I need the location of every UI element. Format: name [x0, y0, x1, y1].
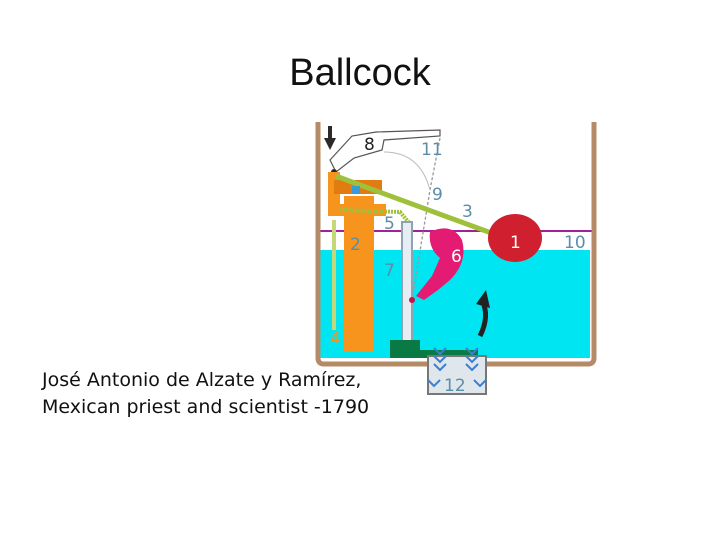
label-5: 5: [384, 214, 395, 234]
overflow-pipe: [401, 221, 413, 351]
flapper-pivot: [409, 297, 415, 303]
float-ball: [488, 214, 542, 262]
label-12: 12: [444, 376, 466, 396]
label-9: 9: [432, 185, 443, 205]
label-11: 11: [421, 140, 443, 160]
handle-arc: [383, 151, 431, 191]
label-6: 6: [451, 247, 462, 267]
valve-plunger: [352, 186, 360, 194]
caption-line-1: José Antonio de Alzate y Ramírez,: [42, 369, 362, 391]
flush-valve-base: [390, 340, 478, 358]
label-10: 10: [564, 233, 586, 253]
float-arm: [335, 173, 495, 237]
label-8: 8: [364, 135, 375, 155]
label-3: 3: [462, 202, 473, 222]
drain-flow-icon: [427, 347, 487, 388]
label-1: 1: [510, 233, 521, 253]
handle-arm: [329, 129, 441, 173]
caption: José Antonio de Alzate y Ramírez, Mexica…: [42, 367, 369, 421]
label-7: 7: [384, 261, 395, 281]
label-4: 4: [330, 329, 341, 349]
flow-arrow-head: [476, 290, 490, 308]
caption-line-2: Mexican priest and scientist -1790: [42, 396, 370, 418]
fill-valve-column: [344, 196, 374, 352]
label-2: 2: [350, 235, 361, 255]
flapper: [416, 228, 464, 300]
drain-bowl: [427, 355, 487, 395]
flush-handle-arrow-icon: [324, 126, 336, 150]
slide-title: Ballcock: [289, 52, 431, 94]
